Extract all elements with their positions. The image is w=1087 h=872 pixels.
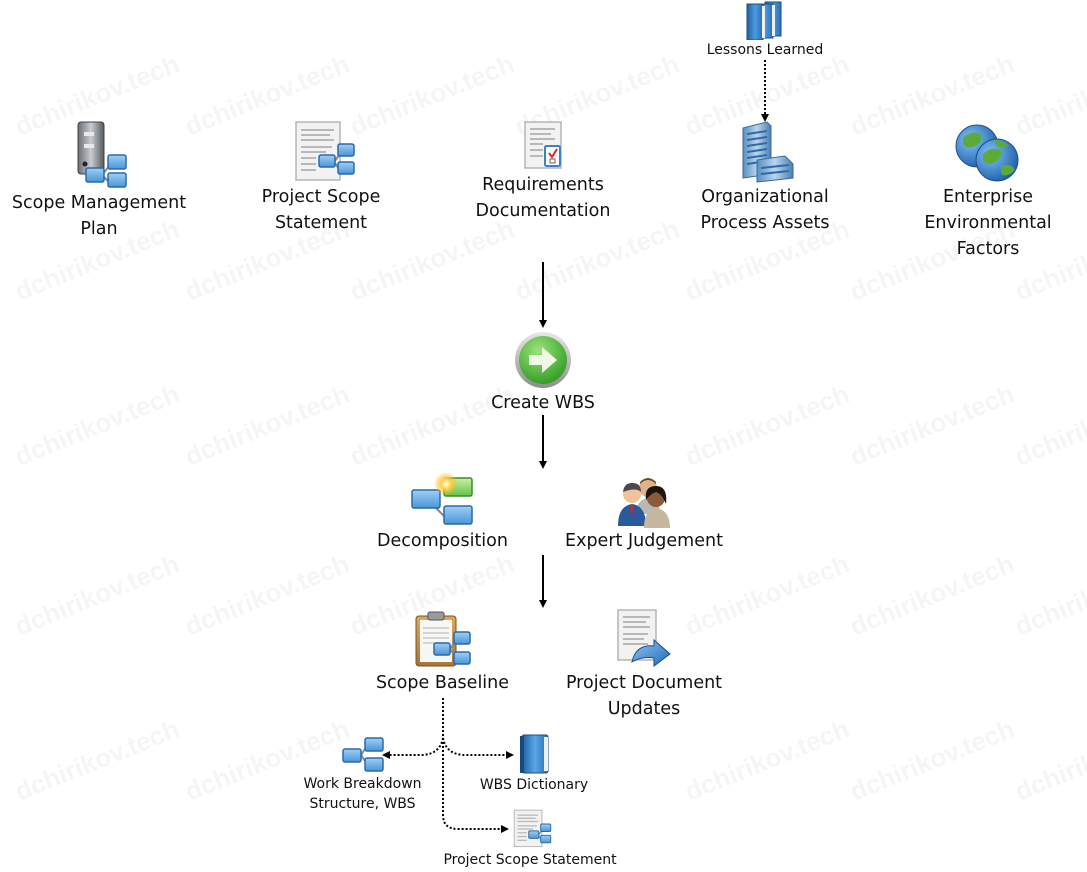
watermark: dchirikov.tech <box>846 713 1019 807</box>
output-label: Project Document Updates <box>565 673 723 719</box>
watermark: dchirikov.tech <box>1011 713 1087 807</box>
input-scope-management-plan[interactable]: Scope Management Plan <box>0 120 198 242</box>
watermark: dchirikov.tech <box>11 378 184 472</box>
document-hierarchy-icon <box>513 809 552 848</box>
baseline-component-label: Project Scope Statement <box>443 852 617 868</box>
watermark: dchirikov.tech <box>511 213 684 307</box>
output-scope-baseline[interactable]: Scope Baseline <box>365 610 520 696</box>
experts-group-icon <box>618 478 670 528</box>
document-update-icon <box>617 609 671 667</box>
watermark: dchirikov.tech <box>1011 378 1087 472</box>
hierarchy-icon <box>341 737 384 772</box>
clipboard-hierarchy-icon <box>415 611 471 667</box>
sub-input-label: Lessons Learned <box>706 42 824 58</box>
input-label: Scope Management Plan <box>11 193 187 239</box>
input-label: Enterprise Environmental Factors <box>924 187 1052 259</box>
decomposition-icon <box>410 472 473 525</box>
output-project-document-updates[interactable]: Project Document Updates <box>555 608 733 722</box>
tool-label: Decomposition <box>377 531 508 551</box>
watermark: dchirikov.tech <box>681 713 854 807</box>
sub-input-lessons-learned[interactable]: Lessons Learned <box>695 0 835 60</box>
baseline-component-project-scope-statement[interactable]: Project Scope Statement <box>430 808 630 870</box>
book-icon <box>520 734 549 774</box>
books-icon <box>746 1 782 40</box>
baseline-component-wbs-dictionary[interactable]: WBS Dictionary <box>466 733 602 795</box>
input-label: Requirements Documentation <box>475 175 611 221</box>
baseline-component-wbs[interactable]: Work Breakdown Structure, WBS <box>295 736 430 814</box>
watermark: dchirikov.tech <box>1011 548 1087 642</box>
watermark: dchirikov.tech <box>11 548 184 642</box>
office-building-icon <box>742 121 794 183</box>
baseline-component-label: Work Breakdown Structure, WBS <box>303 776 422 812</box>
tool-expert-judgement[interactable]: Expert Judgement <box>555 474 733 554</box>
globes-icon <box>955 124 1019 182</box>
input-label: Organizational Process Assets <box>700 187 830 233</box>
input-enterprise-environmental-factors[interactable]: Enterprise Environmental Factors <box>905 122 1071 262</box>
baseline-component-label: WBS Dictionary <box>479 777 589 793</box>
watermark: dchirikov.tech <box>181 548 354 642</box>
watermark: dchirikov.tech <box>846 378 1019 472</box>
process-label: Create WBS <box>491 393 595 413</box>
binder-hierarchy-icon <box>77 121 127 188</box>
green-arrow-circle-icon <box>515 332 571 388</box>
tool-decomposition[interactable]: Decomposition <box>365 472 520 554</box>
output-label: Scope Baseline <box>375 673 510 693</box>
input-project-scope-statement[interactable]: Project Scope Statement <box>240 120 402 236</box>
process-create-wbs[interactable]: Create WBS <box>463 330 623 416</box>
document-hierarchy-icon <box>295 121 355 181</box>
document-checklist-icon <box>524 121 562 169</box>
watermark: dchirikov.tech <box>11 713 184 807</box>
tool-label: Expert Judgement <box>565 531 723 551</box>
watermark: dchirikov.tech <box>681 378 854 472</box>
watermark: dchirikov.tech <box>181 378 354 472</box>
input-organizational-process-assets[interactable]: Organizational Process Assets <box>680 120 850 236</box>
watermark: dchirikov.tech <box>846 548 1019 642</box>
input-label: Project Scope Statement <box>261 187 381 233</box>
input-requirements-documentation[interactable]: Requirements Documentation <box>462 120 624 224</box>
